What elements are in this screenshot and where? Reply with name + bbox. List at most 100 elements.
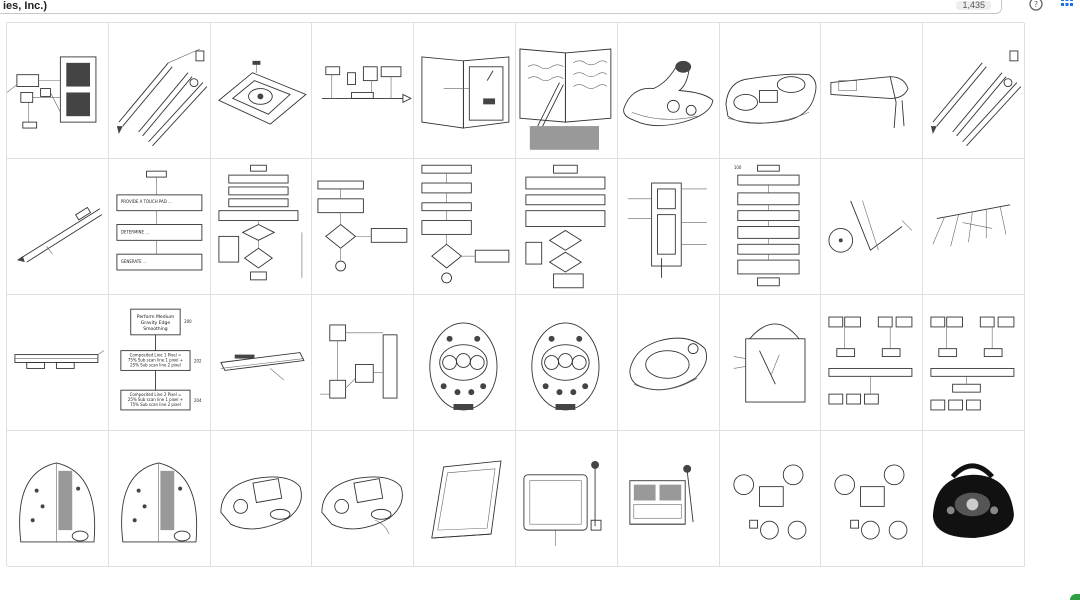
search-input[interactable]: ies, Inc.) 1,435: [0, 0, 1002, 14]
flowchart-thumbnail: [421, 164, 510, 284]
patent-drawing-thumbnail: [931, 50, 1022, 147]
result-tile[interactable]: [108, 431, 211, 567]
result-tile[interactable]: [617, 431, 720, 567]
result-tile[interactable]: [312, 23, 415, 159]
flowchart-thumbnail: [525, 164, 606, 289]
result-tile[interactable]: [7, 431, 109, 567]
result-tile[interactable]: [108, 23, 211, 159]
search-query-text: ies, Inc.): [3, 0, 48, 12]
patent-drawing-thumbnail: [16, 206, 103, 263]
result-tile[interactable]: [821, 159, 924, 295]
grid-apps-icon[interactable]: [1061, 0, 1073, 8]
product-photo-thumbnail: [933, 463, 1015, 539]
patent-drawing-thumbnail: [116, 48, 207, 147]
patent-drawing-thumbnail: [322, 66, 413, 104]
block-diagram-thumbnail: [320, 324, 398, 399]
result-tile[interactable]: [515, 159, 618, 295]
result-tile[interactable]: PROVIDE A TOUCH PAD ... DETERMINE ... GE…: [108, 159, 211, 295]
patent-drawing-thumbnail: [830, 76, 909, 129]
result-tile[interactable]: [719, 23, 822, 159]
patent-drawing-thumbnail: [629, 464, 694, 525]
patent-drawing-thumbnail: [622, 60, 714, 127]
result-tile[interactable]: [821, 295, 924, 431]
result-tile[interactable]: 100: [719, 159, 822, 295]
corner-indicator: [1070, 594, 1080, 600]
flowchart-thumbnail: 100: [733, 164, 800, 287]
patent-drawing-thumbnail: [531, 322, 600, 411]
result-tile[interactable]: [923, 159, 1025, 295]
result-tile[interactable]: [515, 431, 618, 567]
result-count-badge: 1,435: [956, 1, 991, 10]
result-tile[interactable]: [923, 295, 1025, 431]
flow-step-text: GENERATE ...: [121, 259, 147, 264]
result-tile[interactable]: [821, 431, 924, 567]
help-circle-icon[interactable]: ?: [1029, 0, 1043, 11]
flow-step-text: Smoothing: [143, 326, 168, 332]
result-tile[interactable]: [617, 23, 720, 159]
top-bar: ies, Inc.) 1,435 ?: [0, 0, 1080, 22]
flow-step-text: PROVIDE A TOUCH PAD ...: [121, 199, 172, 204]
block-diagram-thumbnail: [930, 316, 1015, 411]
result-tile[interactable]: [617, 295, 720, 431]
result-tile[interactable]: [719, 431, 822, 567]
result-tile[interactable]: [515, 23, 618, 159]
result-tile[interactable]: [414, 295, 516, 431]
block-diagram-thumbnail: [828, 316, 913, 405]
patent-drawing-thumbnail: [519, 48, 612, 150]
flow-step-text: Composited Line 1 Pixel =: [129, 353, 181, 358]
patent-drawing-thumbnail: [629, 337, 707, 391]
result-tile[interactable]: [414, 431, 516, 567]
patent-drawing-thumbnail: [627, 182, 707, 278]
patent-drawing-thumbnail: [220, 476, 302, 530]
result-tile[interactable]: [312, 295, 415, 431]
flow-step-text: Gravity Edge: [141, 320, 171, 326]
svg-text:?: ?: [1034, 0, 1038, 9]
result-tile[interactable]: [312, 159, 415, 295]
patent-drawing-thumbnail: [732, 464, 806, 540]
result-tile[interactable]: [414, 159, 516, 295]
figure-ref-text: 100: [733, 165, 741, 170]
result-tile[interactable]: [210, 431, 313, 567]
patent-drawing-thumbnail: [523, 460, 602, 546]
flowchart-thumbnail: PROVIDE A TOUCH PAD ... DETERMINE ... GE…: [116, 170, 203, 271]
figure-ref-text: 202: [194, 359, 202, 364]
result-tile[interactable]: [210, 159, 313, 295]
flow-step-text: Perform Medium: [137, 314, 175, 320]
result-tile[interactable]: [312, 431, 415, 567]
flowchart-thumbnail: [218, 164, 302, 281]
result-tile[interactable]: [210, 295, 313, 431]
result-tile[interactable]: [617, 159, 720, 295]
flowchart-thumbnail: [317, 180, 408, 272]
result-tile[interactable]: [7, 23, 109, 159]
result-tile[interactable]: Perform Medium Gravity Edge Smoothing 20…: [108, 295, 211, 431]
result-tile[interactable]: [719, 295, 822, 431]
patent-drawing-thumbnail: [429, 322, 498, 411]
flow-step-text: 25% Sub scan line 2 pixel: [130, 362, 181, 367]
flow-step-text: Composited Line 2 Pixel =: [129, 392, 181, 397]
result-tile[interactable]: [821, 23, 924, 159]
result-tile[interactable]: [515, 295, 618, 431]
patent-drawing-thumbnail: [828, 200, 913, 253]
patent-drawing-thumbnail: [834, 464, 908, 540]
patent-drawing-thumbnail: [14, 350, 105, 369]
result-tile[interactable]: [923, 23, 1025, 159]
result-tile[interactable]: [414, 23, 516, 159]
patent-drawing-thumbnail: [7, 56, 97, 129]
patent-drawing-thumbnail: [431, 460, 502, 539]
patent-drawing-thumbnail: [421, 56, 510, 129]
patent-drawing-thumbnail: [932, 204, 1011, 247]
flow-step-text: 75% Sub scan line 2 pixel: [130, 402, 181, 407]
result-tile[interactable]: [923, 431, 1025, 567]
figure-ref-text: 204: [194, 398, 202, 403]
result-tile[interactable]: [7, 295, 109, 431]
flow-step-text: 25% Sub scan line 1 pixel +: [128, 397, 183, 402]
patent-drawing-thumbnail: [733, 323, 806, 403]
patent-drawing-thumbnail: [121, 462, 197, 543]
figure-ref-text: 200: [184, 319, 192, 324]
patent-drawing-thumbnail: [19, 462, 96, 543]
patent-drawing-thumbnail: [217, 60, 307, 125]
result-tile[interactable]: [7, 159, 109, 295]
flow-step-text: DETERMINE ...: [121, 229, 149, 234]
patent-drawing-thumbnail: [219, 352, 305, 381]
result-tile[interactable]: [210, 23, 313, 159]
